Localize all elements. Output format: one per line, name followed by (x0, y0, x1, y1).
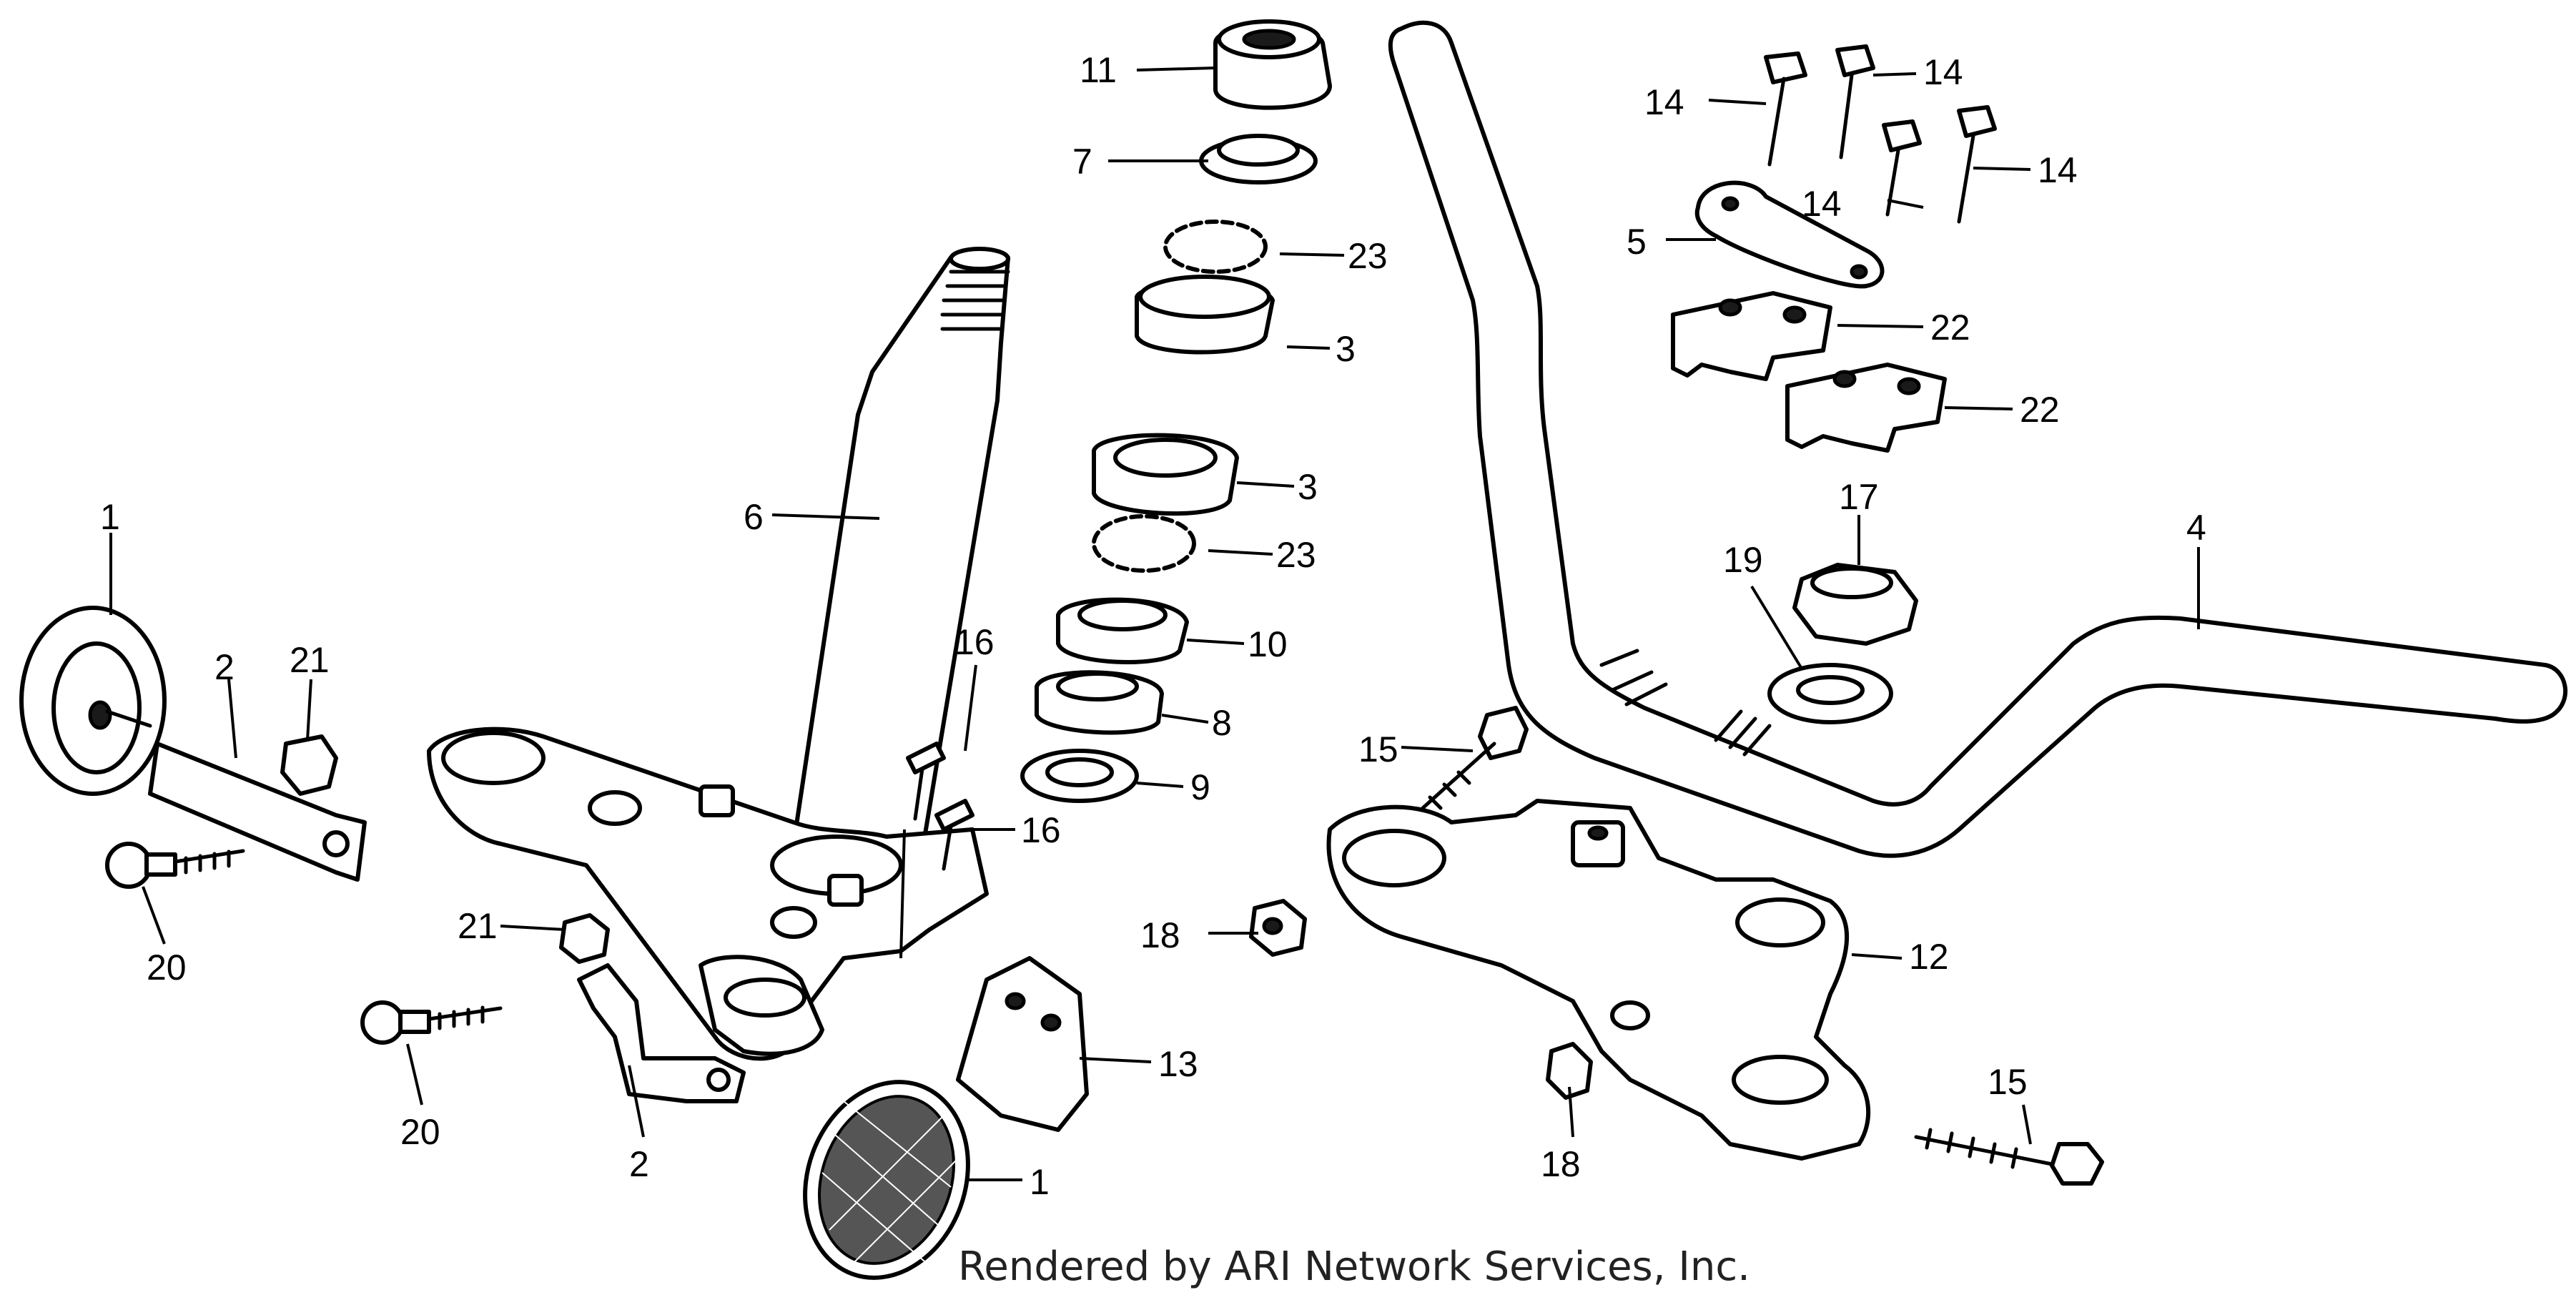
label-8: 8 (1212, 703, 1232, 743)
handlebar-part (1388, 20, 2567, 858)
label-23-lower: 23 (1276, 535, 1316, 575)
label-10: 10 (1248, 624, 1288, 664)
label-2-upper: 2 (214, 647, 235, 687)
label-1-lower: 1 (1030, 1162, 1050, 1202)
label-21-upper: 21 (290, 640, 330, 680)
top-bridge-part (1326, 799, 1871, 1161)
reflector-left-part (19, 606, 167, 796)
label-23-upper: 23 (1348, 236, 1388, 276)
label-17: 17 (1839, 477, 1879, 517)
label-15-lower: 15 (1988, 1062, 2028, 1102)
nut-21-lower-part (559, 913, 610, 964)
washer-19-part (1767, 663, 1893, 724)
label-9: 9 (1190, 767, 1210, 807)
label-11: 11 (1080, 50, 1117, 90)
label-19: 19 (1723, 540, 1763, 580)
bolts-14-parts (1764, 44, 1997, 224)
label-16-upper: 16 (954, 622, 995, 662)
reflector-lower-part (803, 1080, 970, 1280)
label-18-upper: 18 (1140, 915, 1180, 955)
label-14-a: 14 (1644, 82, 1684, 122)
label-14-b: 14 (1923, 52, 1963, 92)
label-4: 4 (2186, 508, 2206, 548)
bolt-15-upper-part (1421, 706, 1529, 810)
label-20-lower: 20 (400, 1112, 440, 1152)
leader-lines (109, 67, 2200, 1181)
nut-18-lower-part (1546, 1042, 1593, 1100)
nut-18-upper-part (1249, 899, 1307, 957)
label-16-lower: 16 (1021, 810, 1061, 850)
label-18-lower: 18 (1541, 1144, 1581, 1184)
label-22-upper: 22 (1930, 307, 1970, 348)
label-22-lower: 22 (2020, 390, 2060, 430)
label-20-upper: 20 (147, 947, 187, 988)
bolt-15-lower-part (1914, 1128, 2104, 1186)
label-12: 12 (1909, 937, 1949, 977)
cap-13-part (956, 956, 1089, 1132)
label-3-lower: 3 (1298, 467, 1318, 507)
label-14-d: 14 (2038, 150, 2078, 190)
label-7: 7 (1072, 142, 1092, 182)
footer-credit: Rendered by ARI Network Services, Inc. (958, 1244, 1750, 1290)
bolt-20-upper-part (105, 842, 245, 889)
bearing-stack (1020, 19, 1332, 803)
holder-22-lower-part (1785, 363, 1947, 453)
label-14-c: 14 (1802, 184, 1842, 224)
label-6: 6 (744, 497, 764, 537)
label-1-left: 1 (100, 497, 120, 537)
bracket-2-lower-part (577, 963, 746, 1103)
label-5: 5 (1627, 222, 1647, 262)
label-3-upper: 3 (1336, 329, 1356, 369)
label-2-lower: 2 (629, 1144, 649, 1184)
label-21-lower: 21 (458, 906, 498, 946)
bracket-2-upper-part (148, 742, 367, 882)
plate-5-part (1694, 180, 1885, 289)
screw-16-parts (906, 742, 974, 871)
holder-22-upper-part (1671, 291, 1832, 381)
bolt-20-lower-part (360, 1000, 503, 1045)
nut-21-upper-part (280, 734, 338, 796)
label-13: 13 (1158, 1044, 1198, 1084)
nut-17-part (1792, 563, 1918, 646)
callout-labels: 11 7 23 3 3 23 10 8 9 6 16 16 1 2 21 20 … (100, 50, 2206, 1202)
steering-stem-part (427, 247, 1010, 1061)
label-15-upper: 15 (1358, 729, 1398, 769)
